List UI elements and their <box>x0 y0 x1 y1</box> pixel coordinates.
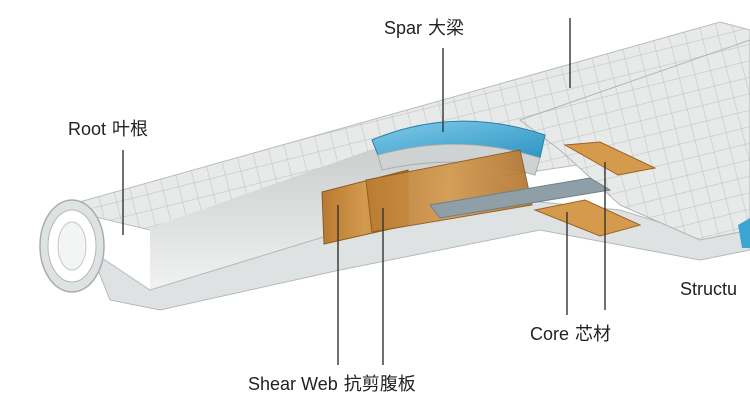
label-spar-zh: 大梁 <box>428 18 465 38</box>
trailing-blue-edge <box>738 218 750 248</box>
label-core-zh: 芯材 <box>575 324 612 344</box>
label-core-en: Core <box>530 324 570 344</box>
shear-web-board-2 <box>365 149 533 233</box>
aero-shell-skin <box>518 39 750 241</box>
label-structural-en: Structu <box>680 279 738 299</box>
label-root-en: Root <box>68 119 107 139</box>
label-structural: Structu <box>680 279 737 300</box>
label-spar-en: Spar <box>384 18 423 38</box>
spar-laminate <box>377 143 541 176</box>
root-section <box>39 199 105 293</box>
core-board-lower <box>533 199 642 237</box>
label-root-zh: 叶根 <box>112 119 149 139</box>
core-board-upper <box>563 141 657 176</box>
label-shear-web-en: Shear Web <box>248 374 338 394</box>
label-shear-web-zh: 抗剪腹板 <box>343 374 416 394</box>
bottom-spar-plate <box>429 177 612 219</box>
